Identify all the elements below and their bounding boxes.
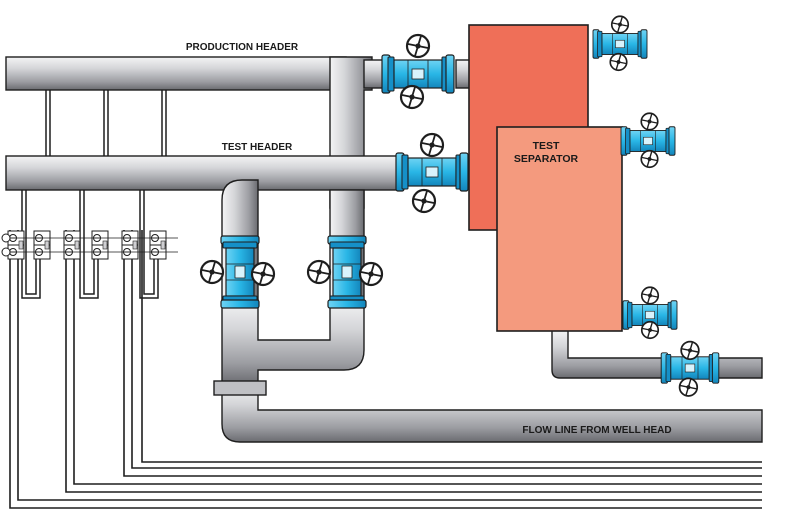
handwheel-icon: [610, 15, 630, 34]
manifold-valve[interactable]: [121, 230, 139, 260]
handwheel-icon: [358, 261, 384, 287]
handwheel-icon: [419, 132, 445, 158]
manifold-valve[interactable]: [63, 230, 81, 260]
test-separator: [496, 126, 623, 332]
test-branch-valve[interactable]: [199, 235, 276, 309]
production-inlet-valve[interactable]: [381, 33, 455, 110]
manifold-valve[interactable]: [91, 230, 109, 260]
flow-line-pipe: [221, 383, 763, 443]
pipe-flange: [213, 380, 267, 396]
production-separator-gas-valve[interactable]: [592, 15, 648, 72]
well-line-2: [17, 230, 762, 501]
handwheel-icon: [640, 320, 660, 340]
manifold-valve-row: [1, 230, 178, 260]
handwheel-icon: [306, 259, 332, 285]
manifold-valve[interactable]: [33, 230, 51, 260]
manifold-loops: [21, 90, 167, 299]
handwheel-icon: [640, 112, 659, 131]
handwheel-icon: [399, 84, 425, 110]
outlet-line-valve[interactable]: [660, 340, 720, 397]
gate-valve-icon: [395, 152, 469, 192]
separator-outlet-pipe: [551, 329, 763, 379]
production-branch-valve[interactable]: [306, 235, 384, 309]
well-line-3: [65, 230, 762, 493]
production-header-label: PRODUCTION HEADER: [186, 42, 299, 53]
crossover-pipe: [221, 299, 365, 385]
manifold-valve[interactable]: [149, 230, 167, 260]
handwheel-icon: [680, 340, 700, 361]
test-separator-liquid-valve[interactable]: [622, 286, 678, 340]
handwheel-icon: [199, 259, 225, 285]
handwheel-icon: [411, 188, 437, 214]
handwheel-icon: [640, 286, 660, 305]
handwheel-icon: [609, 52, 628, 72]
well-flow-lines: [9, 230, 762, 509]
handwheel-icon: [640, 149, 659, 169]
test-separator-label-line1: TEST: [533, 140, 560, 152]
test-inlet-valve[interactable]: [395, 132, 469, 214]
well-line-5: [123, 230, 762, 477]
manifold-valve[interactable]: [7, 230, 25, 260]
test-separator-gas-valve[interactable]: [620, 112, 676, 169]
production-header-pipe: [5, 56, 347, 91]
handwheel-icon: [405, 33, 431, 59]
flow-line-label: FLOW LINE FROM WELL HEAD: [522, 425, 671, 436]
handwheel-icon: [678, 377, 699, 397]
well-line-6: [131, 230, 762, 469]
well-line-4: [73, 230, 762, 485]
test-header-label: TEST HEADER: [222, 142, 293, 153]
handwheel-icon: [250, 261, 276, 287]
well-line-1: [9, 230, 762, 509]
test-header-pipe: [5, 155, 399, 191]
test-separator-label-line2: SEPARATOR: [514, 153, 579, 165]
well-line-7: [141, 230, 762, 463]
